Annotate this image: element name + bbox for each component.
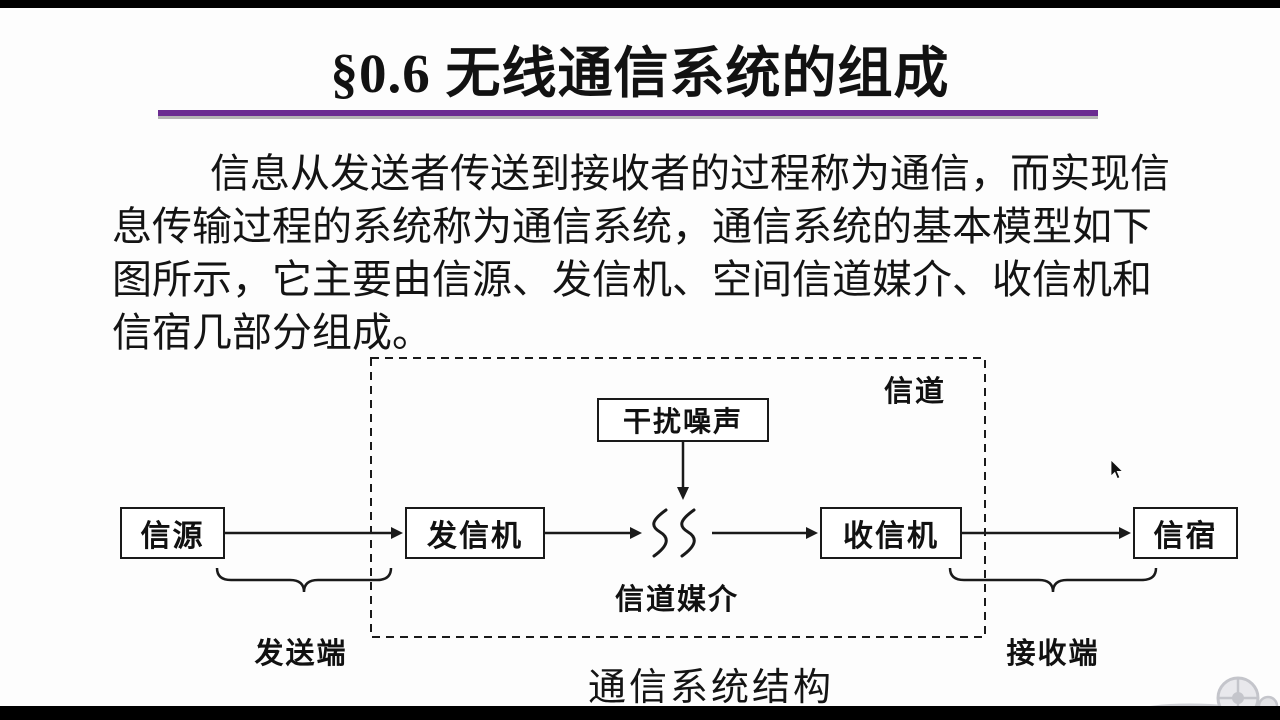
channel-medium-label: 信道媒介 (614, 584, 739, 616)
paragraph-line: 信息从发送者传送到接收者的过程称为通信，而实现信 (210, 151, 1170, 196)
flow-arrows (225, 527, 1131, 539)
paragraph-line: 息传输过程的系统称为通信系统，通信系统的基本模型如下 (112, 204, 1152, 249)
communication-system-diagram: 信道 干扰噪声 信源 发信机 收信机 信宿 信道媒介 发送端 接收端 通信系统结… (0, 350, 1280, 720)
destination-box: 信宿 (1133, 507, 1238, 559)
source-box: 信源 (120, 507, 225, 559)
channel-squiggle-icon (652, 508, 696, 558)
receive-end-brace (948, 567, 1158, 593)
diagram-graphics (215, 357, 1158, 638)
slide-title: §0.6 无线通信系统的组成 (330, 43, 950, 104)
noise-box: 干扰噪声 (597, 398, 769, 442)
channel-label: 信道 (883, 376, 946, 408)
letterbox-top (0, 0, 1280, 8)
mouse-cursor-icon (1110, 460, 1124, 480)
letterbox-bottom (0, 706, 1280, 720)
receiver-box: 收信机 (820, 507, 962, 559)
title-underline (158, 110, 1098, 116)
transmitter-box: 发信机 (405, 507, 545, 559)
send-end-brace (215, 567, 393, 593)
intro-paragraph: 信息从发送者传送到接收者的过程称为通信，而实现信 息传输过程的系统称为通信系统，… (112, 147, 1182, 359)
noise-arrow (677, 442, 689, 500)
diagram-caption: 通信系统结构 (587, 667, 834, 709)
send-end-label: 发送端 (254, 638, 348, 670)
receive-end-label: 接收端 (1006, 638, 1100, 670)
paragraph-line: 信宿几部分组成。 (112, 310, 432, 355)
paragraph-line: 图所示，它主要由信源、发信机、空间信道媒介、收信机和 (112, 257, 1152, 302)
